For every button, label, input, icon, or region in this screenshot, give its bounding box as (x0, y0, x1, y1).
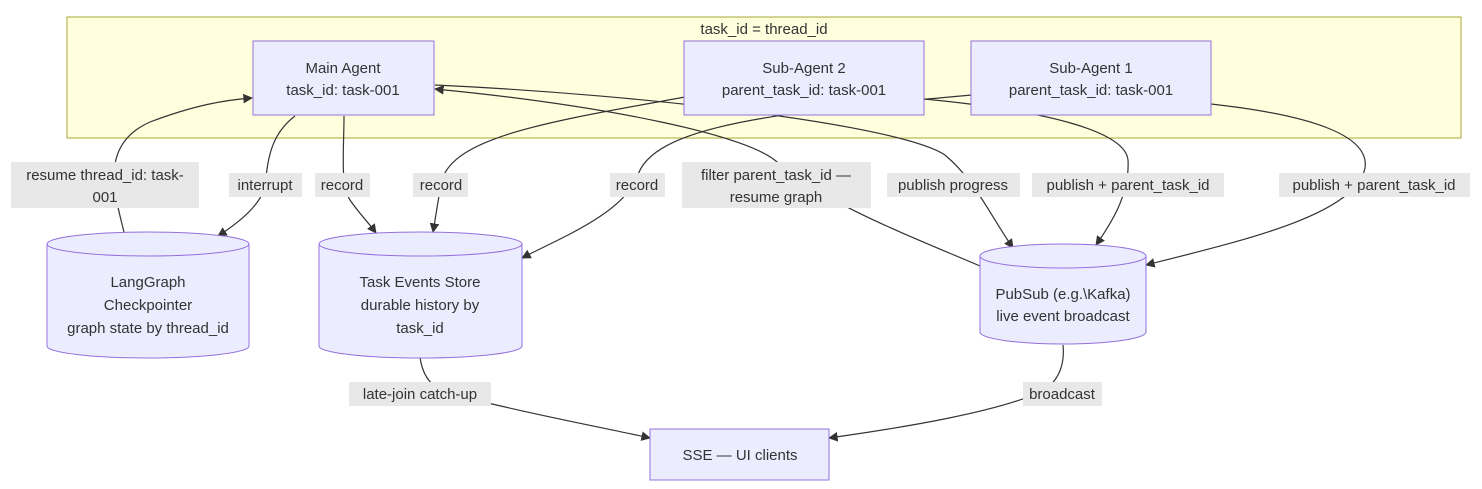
event-store-line3: task_id (396, 320, 444, 337)
edge-labels: resume thread_id: task- 001 interrupt re… (11, 162, 1470, 406)
label-interrupt: interrupt (229, 173, 302, 197)
label-resume: resume thread_id: task- 001 (11, 162, 199, 208)
label-filter: filter parent_task_id — resume graph (682, 162, 871, 208)
checkpointer-line2: Checkpointer (104, 297, 192, 314)
edge-publish-sub1 (1145, 103, 1366, 268)
label-publish-progress: publish progress (887, 173, 1020, 197)
sub-agent-1-parent: parent_task_id: task-001 (1009, 82, 1173, 99)
label-resume-line2: 001 (92, 189, 117, 206)
sub-agent-2-title: Sub-Agent 2 (762, 60, 845, 77)
label-record-sub2-text: record (420, 177, 463, 194)
checkpointer-line3: graph state by thread_id (67, 320, 229, 337)
edge-record-sub2 (429, 96, 686, 233)
label-filter-line1: filter parent_task_id — (701, 167, 851, 184)
label-broadcast-text: broadcast (1029, 386, 1096, 403)
event-store-line1: Task Events Store (360, 274, 481, 291)
edge-publish-progress (434, 84, 1014, 249)
label-interrupt-text: interrupt (237, 177, 293, 194)
label-record-sub2: record (413, 173, 468, 197)
label-broadcast: broadcast (1023, 382, 1102, 406)
label-late-join-text: late-join catch-up (363, 386, 477, 403)
edge-filter (434, 85, 981, 267)
node-main-agent[interactable]: Main Agent task_id: task-001 (252, 40, 435, 116)
label-publish-sub1-text: publish + parent_task_id (1292, 177, 1455, 194)
edge-record-main (342, 115, 377, 234)
node-sub-agent-1[interactable]: Sub-Agent 1 parent_task_id: task-001 (970, 40, 1212, 116)
cluster-title: task_id = thread_id (700, 21, 827, 38)
label-late-join: late-join catch-up (349, 382, 491, 406)
label-resume-line1: resume thread_id: task- (26, 167, 184, 184)
main-agent-title: Main Agent (305, 60, 381, 77)
label-record-sub1: record (610, 173, 665, 197)
label-publish-progress-text: publish progress (898, 177, 1008, 194)
label-record-main: record (315, 173, 370, 197)
checkpointer-line1: LangGraph (110, 274, 185, 291)
event-store-line2: durable history by (361, 297, 480, 314)
label-publish-sub2: publish + parent_task_id (1032, 173, 1224, 197)
node-sub-agent-2[interactable]: Sub-Agent 2 parent_task_id: task-001 (683, 40, 925, 116)
label-publish-sub2-text: publish + parent_task_id (1046, 177, 1209, 194)
edge-broadcast (828, 344, 1064, 442)
sub-agent-1-title: Sub-Agent 1 (1049, 60, 1132, 77)
node-task-events-store[interactable]: Task Events Store durable history by tas… (318, 231, 523, 359)
label-publish-sub1: publish + parent_task_id (1279, 173, 1470, 197)
label-filter-line2: resume graph (730, 189, 823, 206)
pubsub-line2: live event broadcast (996, 308, 1130, 325)
sub-agent-2-parent: parent_task_id: task-001 (722, 82, 886, 99)
label-record-sub1-text: record (616, 177, 659, 194)
label-record-main-text: record (321, 177, 364, 194)
pubsub-line1: PubSub (e.g.\Kafka) (995, 286, 1130, 303)
node-pubsub[interactable]: PubSub (e.g.\Kafka) live event broadcast (979, 243, 1147, 345)
main-agent-task-id: task_id: task-001 (286, 82, 399, 99)
node-checkpointer[interactable]: LangGraph Checkpointer graph state by th… (46, 231, 250, 359)
sse-title: SSE — UI clients (682, 447, 797, 464)
node-sse-clients[interactable]: SSE — UI clients (649, 428, 830, 481)
